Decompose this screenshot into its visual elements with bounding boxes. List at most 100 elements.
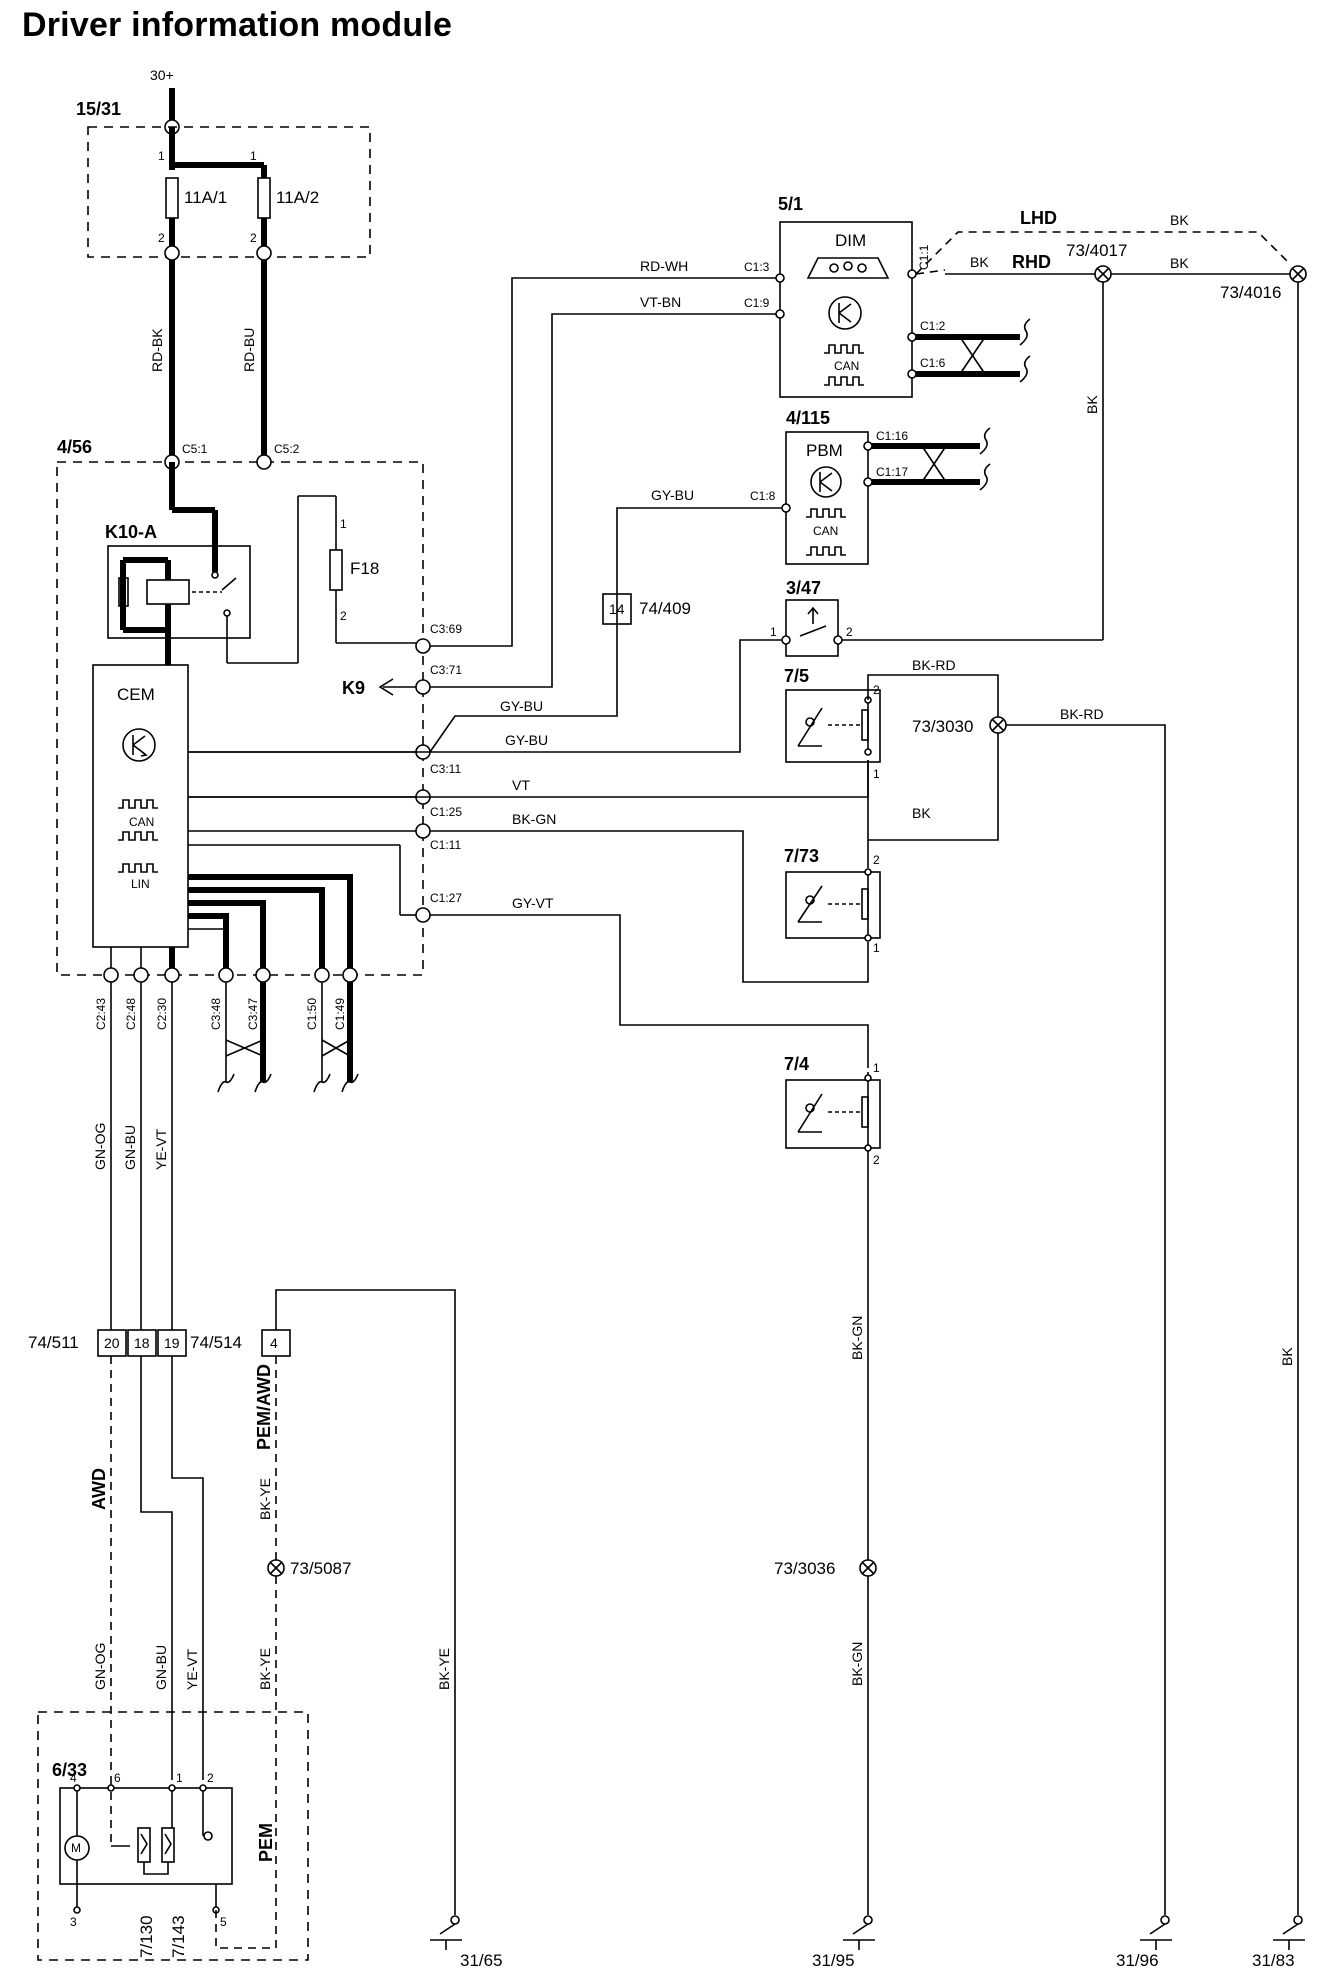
pem-box xyxy=(37,1711,309,1961)
rhd-label: RHD xyxy=(1012,252,1051,272)
pin-c3-11: C3:11 xyxy=(430,762,461,776)
display-icon xyxy=(806,257,890,279)
connector-409-pin: 14 xyxy=(609,601,625,617)
sensor-7-5-pin-bottom: 1 xyxy=(873,767,880,781)
dim-c1-6: C1:6 xyxy=(920,356,946,370)
pin-4-label: 4 xyxy=(270,1335,278,1351)
sensor-7-5-pin-top: 2 xyxy=(873,683,880,697)
dim-c1-1: C1:1 xyxy=(917,244,931,270)
lin-signal-icon xyxy=(118,863,158,873)
wire-gn-bu-2: GN-BU xyxy=(153,1645,169,1690)
wire-rd-wh: RD-WH xyxy=(640,258,688,274)
splice-73-4017-label: 73/4017 xyxy=(1066,241,1127,260)
switch-pin2: 2 xyxy=(846,625,853,639)
pin-c5-1: C5:1 xyxy=(182,442,208,456)
pem-awd-label: PEM/AWD xyxy=(254,1364,274,1450)
pem-7-143: 7/143 xyxy=(169,1915,188,1958)
awd-label: AWD xyxy=(89,1468,109,1510)
pbm-module xyxy=(785,431,869,565)
fuse-b-label: 11A/2 xyxy=(276,188,319,207)
pin-c2-30: C2:30 xyxy=(155,998,169,1030)
pbm-c1-17: C1:17 xyxy=(876,465,908,479)
supply-label: 30+ xyxy=(150,67,174,83)
pin-c3-47: C3:47 xyxy=(246,998,260,1030)
wire-vt: VT xyxy=(512,777,530,793)
wire-ye-vt: YE-VT xyxy=(153,1128,169,1170)
wire-gy-bu-pbm: GY-BU xyxy=(651,487,694,503)
wire-bk-4016: BK xyxy=(1279,1347,1295,1366)
k9-label: K9 xyxy=(342,678,365,698)
connector-pin-20 xyxy=(97,1329,127,1357)
wire-bk-gn-2: BK-GN xyxy=(849,1316,865,1360)
switch-pin1: 1 xyxy=(770,625,777,639)
pin-c2-43: C2:43 xyxy=(94,998,108,1030)
switch-3-47 xyxy=(785,599,839,657)
fuse-b-pin-out: 2 xyxy=(250,231,257,245)
svg-text:M: M xyxy=(71,1841,81,1855)
connector-74-409 xyxy=(602,593,632,625)
sensor-7-73-pin-bottom: 1 xyxy=(873,941,880,955)
pbm-c1-8: C1:8 xyxy=(750,489,776,503)
sensor-7-5-id: 7/5 xyxy=(784,666,809,686)
sensor-7-4 xyxy=(785,1079,881,1149)
wire-gy-bu-1: GY-BU xyxy=(500,698,543,714)
cem-can-label: CAN xyxy=(129,815,154,829)
pin-c1-49: C1:49 xyxy=(333,998,347,1030)
pbm-can-label: CAN xyxy=(813,524,838,538)
dim-transistor-icon xyxy=(828,296,862,330)
pem-pin3: 3 xyxy=(70,1915,77,1929)
twisted-pair-2 xyxy=(321,1039,351,1057)
pem-label: PEM xyxy=(256,1823,276,1862)
pin-19-label: 19 xyxy=(164,1335,180,1351)
pbm-id: 4/115 xyxy=(786,408,830,428)
sensor-7-5 xyxy=(785,689,881,763)
wire-bk-link: BK xyxy=(1170,255,1189,271)
cem-label: CEM xyxy=(117,685,155,704)
pin-c1-27: C1:27 xyxy=(430,891,462,905)
fuse-a-pin-out: 2 xyxy=(158,231,165,245)
pbm-c1-16: C1:16 xyxy=(876,429,908,443)
pin-c1-25: C1:25 xyxy=(430,805,462,819)
pem-pin1: 1 xyxy=(176,1771,183,1785)
sensor-7-73-id: 7/73 xyxy=(784,846,819,866)
pem-pin5: 5 xyxy=(220,1915,227,1929)
dim-c1-2: C1:2 xyxy=(920,319,946,333)
wire-bk-ye-1: BK-YE xyxy=(257,1478,273,1520)
dim-id: 5/1 xyxy=(778,194,803,214)
sensor-7-73-pin-top: 2 xyxy=(873,853,880,867)
cem-box xyxy=(56,461,424,976)
splice-73-3036-label: 73/3036 xyxy=(774,1559,835,1578)
splice-73-3030-label: 73/3030 xyxy=(912,717,973,736)
wire-bk-rhd: BK xyxy=(970,254,989,270)
ground-31-83: 31/83 xyxy=(1252,1951,1295,1970)
lhd-label: LHD xyxy=(1020,208,1057,228)
pin-20-label: 20 xyxy=(104,1335,120,1351)
wire-gn-og: GN-OG xyxy=(92,1123,108,1170)
connector-409-label: 74/409 xyxy=(639,599,691,618)
pin-c1-11: C1:11 xyxy=(430,838,461,852)
wire-bk-gn-3: BK-GN xyxy=(849,1642,865,1686)
dim-label: DIM xyxy=(835,231,866,250)
wire-gn-bu: GN-BU xyxy=(122,1125,138,1170)
sensor-7-4-id: 7/4 xyxy=(784,1054,809,1074)
splice-73-4016-label: 73/4016 xyxy=(1220,283,1281,302)
wire-bk-4017: BK xyxy=(1084,395,1100,414)
cem-lin-label: LIN xyxy=(131,877,150,891)
sensor-7-4-pin-bottom: 2 xyxy=(873,1153,880,1167)
pem-7-130: 7/130 xyxy=(137,1915,156,1958)
pin-c2-48: C2:48 xyxy=(124,998,138,1030)
wire-gy-vt: GY-VT xyxy=(512,895,554,911)
fuse-11a-2 xyxy=(257,177,271,219)
dim-c1-3: C1:3 xyxy=(744,260,770,274)
fuse-a-label: 11A/1 xyxy=(184,188,227,207)
wire-bk-lhd: BK xyxy=(1170,212,1189,228)
dim-c1-9: C1:9 xyxy=(744,296,770,310)
wire-bk-gn-1: BK-GN xyxy=(512,811,556,827)
pbm-transistor-icon xyxy=(810,466,842,498)
relay-k10a-label: K10-A xyxy=(105,522,157,542)
connector-pin-18 xyxy=(127,1329,157,1357)
fusebox-id: 15/31 xyxy=(76,99,121,119)
sensor-7-4-pin-top: 1 xyxy=(873,1061,880,1075)
switch-id: 3/47 xyxy=(786,578,821,598)
pin-c3-69: C3:69 xyxy=(430,622,462,636)
